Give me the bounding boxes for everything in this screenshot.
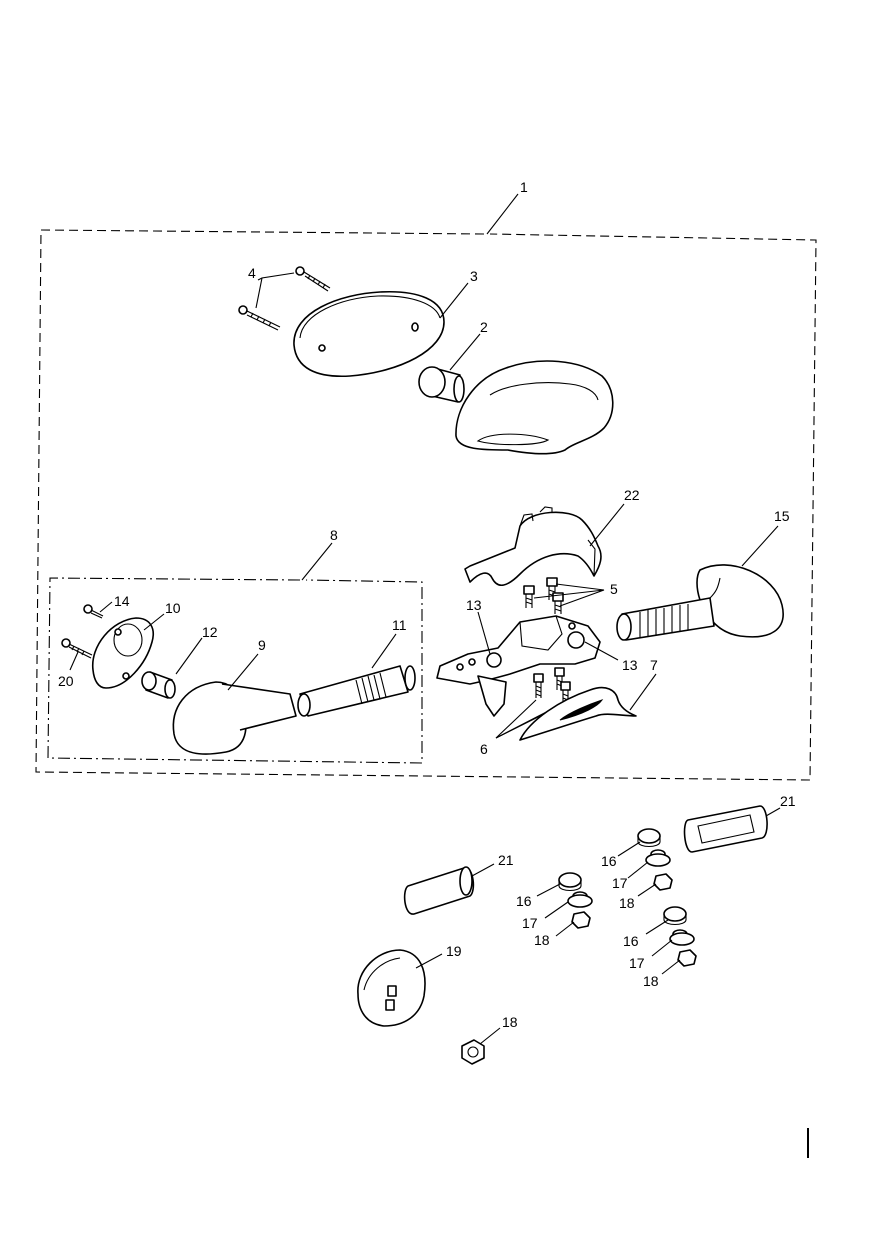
- callout-16c: 16: [623, 933, 639, 949]
- leader-16b: [617, 841, 641, 857]
- stalk-part-11: [297, 665, 416, 717]
- washer-part-17b: [645, 849, 671, 867]
- cap-part-19: [357, 949, 426, 1027]
- nut-part-18c: [677, 949, 697, 967]
- screw-part-4: [238, 266, 331, 331]
- callout-17a: 17: [522, 915, 538, 931]
- callout-22: 22: [624, 487, 640, 503]
- callout-3: 3: [470, 268, 478, 284]
- leader-13b: [584, 641, 619, 661]
- callout-21b: 21: [498, 852, 514, 868]
- leader-18c: [661, 959, 681, 975]
- callout-20: 20: [58, 673, 74, 689]
- cover-part-22: [464, 506, 602, 586]
- callout-13a: 13: [466, 597, 482, 613]
- callout-11: 11: [392, 617, 407, 633]
- callout-18b: 18: [619, 895, 635, 911]
- assembly-1-boundary: [35, 229, 817, 781]
- leader-22: [589, 503, 625, 547]
- grommet-part-16c: [663, 906, 687, 926]
- nut-part-18a: [571, 911, 591, 929]
- leader-19: [415, 953, 443, 969]
- leader-17a: [544, 901, 569, 919]
- leader-10: [143, 613, 165, 631]
- leader-9: [227, 653, 259, 691]
- callout-4: 4: [248, 265, 256, 281]
- lens-housing: [455, 360, 614, 455]
- callout-19: 19: [446, 943, 462, 959]
- callout-1: 1: [520, 179, 528, 195]
- base-plate-part-7: [519, 686, 637, 741]
- callout-18d: 18: [502, 1014, 518, 1030]
- callout-8: 8: [330, 527, 338, 543]
- callout-16a: 16: [516, 893, 532, 909]
- leader-20: [69, 651, 79, 671]
- callout-2: 2: [480, 319, 488, 335]
- leader-17c: [651, 939, 673, 957]
- screw-part-6: [533, 667, 571, 704]
- leader-3: [439, 282, 469, 319]
- callout-13b: 13: [622, 657, 638, 673]
- leader-2: [449, 333, 481, 371]
- screw-part-14: [83, 604, 104, 619]
- leader-7: [629, 673, 657, 711]
- callout-12: 12: [202, 624, 218, 640]
- leader-18a: [555, 921, 575, 937]
- leader-18d: [479, 1027, 501, 1045]
- grommet-part-16b: [637, 828, 661, 848]
- callout-7: 7: [650, 657, 658, 673]
- indicator-lens-part-9: [172, 681, 297, 755]
- bolt-part-5: [523, 577, 564, 614]
- leader-1: [486, 193, 519, 235]
- leader-11: [371, 633, 397, 669]
- callout-9: 9: [258, 637, 266, 653]
- mounting-bracket: [436, 615, 601, 717]
- callout-18a: 18: [534, 932, 550, 948]
- bulb-part-2: [418, 366, 465, 403]
- callout-5: 5: [610, 581, 618, 597]
- leader-14: [99, 601, 113, 613]
- indicator-part-15: [616, 564, 784, 641]
- callout-6: 6: [480, 741, 488, 757]
- callout-17c: 17: [629, 955, 645, 971]
- leader-21b: [471, 863, 495, 877]
- callout-21a: 21: [780, 793, 796, 809]
- reflector-part-10: [92, 617, 154, 689]
- nut-part-18b: [653, 873, 673, 891]
- callout-10: 10: [165, 600, 181, 616]
- callout-18c: 18: [643, 973, 659, 989]
- sleeve-part-21-left: [403, 866, 475, 915]
- callout-17b: 17: [612, 875, 628, 891]
- callout-15: 15: [774, 508, 790, 524]
- leader-18b: [637, 883, 657, 897]
- leader-12: [175, 637, 203, 675]
- leader-13a: [477, 611, 491, 655]
- leader-8: [301, 542, 333, 581]
- callout-16b: 16: [601, 853, 617, 869]
- sleeve-part-21-right: [683, 805, 768, 853]
- callout-14: 14: [114, 593, 130, 609]
- leader-16a: [536, 883, 561, 897]
- leader-5: [533, 589, 605, 607]
- leader-15: [741, 525, 779, 567]
- leader-21a: [765, 807, 781, 817]
- leader-17b: [627, 861, 649, 879]
- screw-part-20: [61, 638, 93, 659]
- leader-16c: [645, 919, 669, 935]
- washer-part-17c: [669, 929, 695, 946]
- grommet-part-16a: [558, 872, 582, 892]
- assembly-8-boundary: [47, 577, 423, 764]
- nut-part-18d: [461, 1039, 485, 1065]
- washer-part-17a: [567, 891, 593, 908]
- bulb-part-12: [141, 671, 176, 699]
- plate-part-3: [293, 290, 445, 378]
